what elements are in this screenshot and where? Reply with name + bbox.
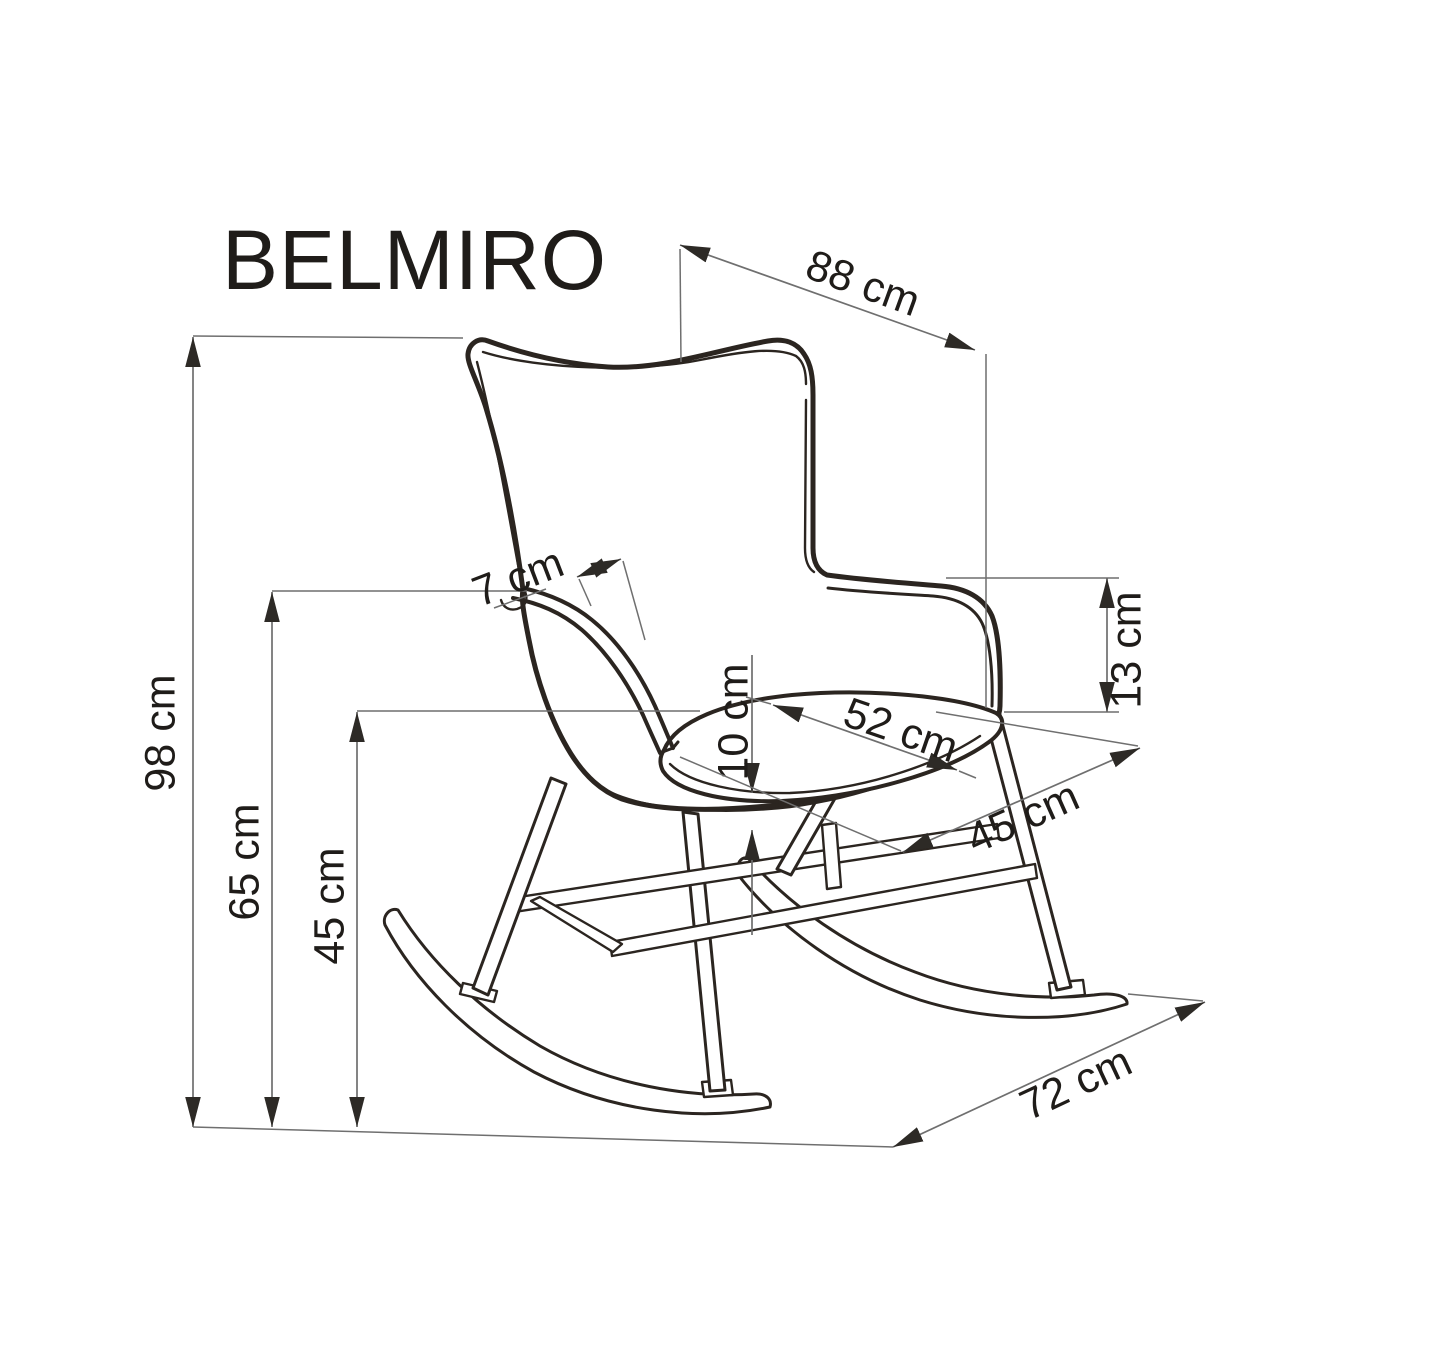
dim-88-label: 88 cm — [800, 241, 926, 326]
dim-88-line — [679, 244, 976, 351]
left-armrest-front-tip — [658, 740, 680, 755]
dim-7-line — [576, 558, 622, 578]
dim-7-extension-a — [578, 578, 592, 607]
dim-65-label: 65 cm — [220, 803, 268, 920]
dim-88-left-extension — [679, 248, 682, 363]
stretcher-right-connector — [820, 821, 843, 891]
dim-armrest-height-65: 65 cm — [220, 590, 527, 1127]
left-armrest-inner-curve — [511, 596, 662, 755]
dim-7-extension-b — [622, 560, 646, 641]
dim-45d-left-extension — [679, 756, 902, 852]
backrest-inner-piping-right — [803, 398, 816, 574]
floor-baseline — [192, 1126, 894, 1148]
rear-left-leg — [681, 810, 727, 1093]
dim-seat-height-45: 45 cm — [305, 710, 700, 1127]
dim-height-98: 98 cm — [136, 335, 894, 1148]
front-left-leg — [471, 776, 568, 997]
dim-52-left-extension — [745, 696, 772, 705]
left-armrest-outer-curve — [521, 586, 675, 750]
dim-45d-right-extension — [935, 711, 1139, 747]
dim-armrest-rise-13: 13 cm — [946, 577, 1150, 713]
dim-10-label: 10 cm — [709, 663, 757, 780]
left-armrest — [499, 586, 680, 755]
dim-7-leader — [493, 588, 547, 609]
dim-72-label: 72 cm — [1013, 1037, 1139, 1130]
dim-45d-line — [902, 747, 1141, 853]
dim-72-right-extension — [1127, 993, 1204, 1002]
dim-45h-label: 45 cm — [305, 847, 353, 964]
backrest-inner-piping-top — [481, 349, 808, 386]
dim-72-line — [892, 1001, 1206, 1148]
right-armrest-inner-line — [826, 586, 994, 708]
dim-cushion-10: 10 cm — [709, 655, 760, 935]
dim-98-label: 98 cm — [136, 674, 184, 791]
stretcher-left-connector — [529, 895, 624, 954]
dim-13-label: 13 cm — [1102, 591, 1150, 708]
dim-52-right-extension — [958, 770, 977, 779]
left-rocker — [382, 907, 772, 1116]
product-title: BELMIRO — [222, 213, 607, 307]
dim-98-top-extension — [192, 335, 464, 339]
backrest-inner-piping-left — [475, 360, 521, 572]
